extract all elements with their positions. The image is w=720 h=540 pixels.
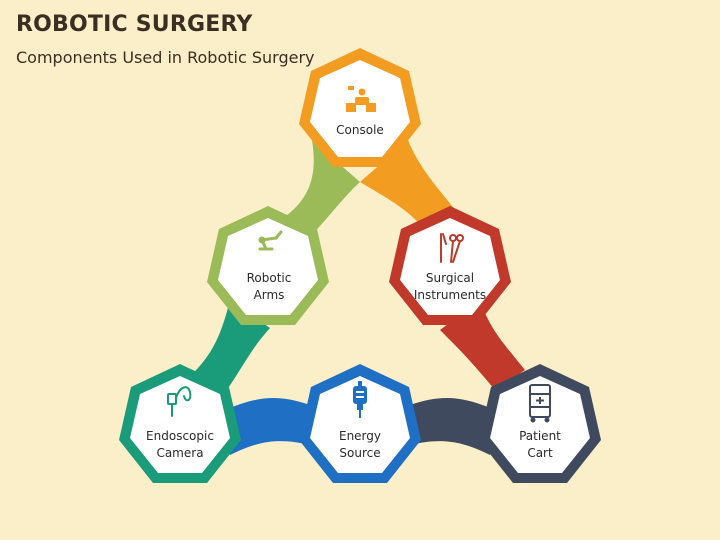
node-label-patient-cart: Patient Cart — [519, 429, 561, 460]
node-label-robotic-arms: Robotic Arms — [246, 271, 292, 302]
robot-arm-icon — [258, 230, 283, 251]
connector-energy-cart — [410, 398, 495, 455]
page-subtitle: Components Used in Robotic Surgery — [16, 48, 315, 67]
iv-bag-icon — [353, 381, 367, 418]
page-title: ROBOTIC SURGERY — [16, 12, 253, 37]
node-surgical-instruments — [389, 206, 511, 325]
connector-camera-energy — [225, 398, 310, 455]
scalpel-scissors-icon — [440, 233, 464, 263]
endoscope-icon — [167, 386, 192, 417]
medical-cart-icon — [529, 384, 551, 423]
node-label-console: Console — [336, 123, 384, 137]
node-console — [299, 48, 421, 167]
node-label-endoscopic-camera: Endoscopic Camera — [146, 429, 214, 460]
node-label-energy-source: Energy Source — [338, 429, 381, 460]
node-label-surgical-instruments: Surgical Instruments — [413, 271, 487, 302]
node-energy-source — [299, 364, 421, 483]
surgeon-console-icon — [346, 86, 376, 112]
node-patient-cart — [479, 364, 601, 483]
node-endoscopic-camera — [119, 364, 241, 483]
node-robotic-arms — [207, 206, 329, 325]
